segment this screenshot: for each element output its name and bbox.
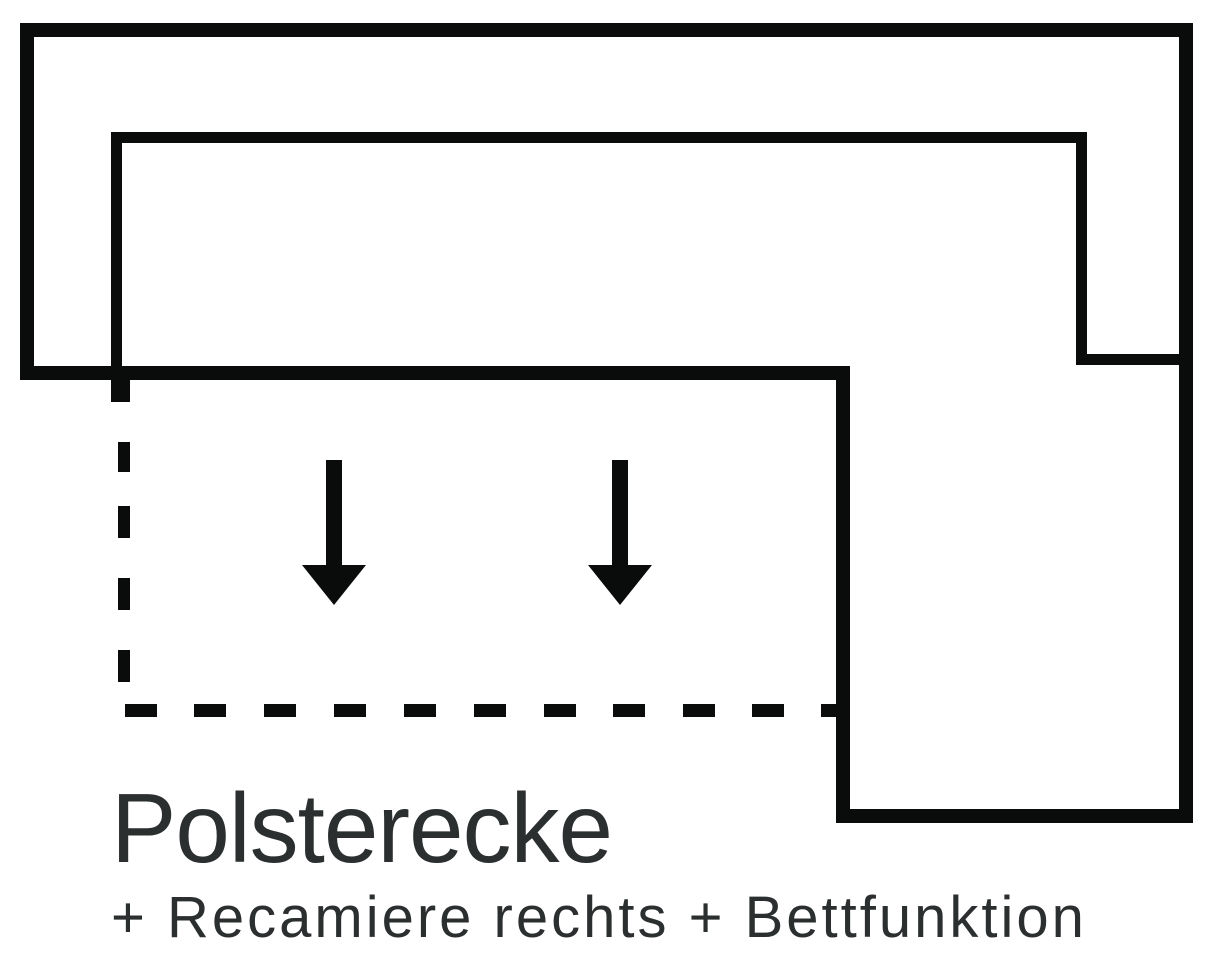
arrow-shaft: [326, 460, 342, 568]
product-subtitle: + Recamiere rechts + Bettfunktion: [111, 885, 1087, 950]
dash-segment: [683, 704, 715, 717]
inner-seat-right-line: [1076, 132, 1087, 365]
dash-segment: [118, 650, 130, 682]
outline-seat-front-line: [20, 366, 850, 380]
dash-segment: [613, 704, 645, 717]
arrow-shaft: [612, 460, 628, 568]
recamiere-bottom-line: [836, 809, 1193, 823]
dash-segment: [821, 704, 837, 717]
dash-segment: [752, 704, 784, 717]
dash-segment: [474, 704, 506, 717]
outline-right-side-line: [1179, 23, 1193, 823]
dash-segment: [194, 704, 226, 717]
dash-segment: [117, 380, 130, 402]
inner-seat-right-connector-line: [1076, 354, 1179, 365]
dash-segment: [544, 704, 576, 717]
dash-segment: [264, 704, 296, 717]
product-title: Polsterecke: [111, 773, 613, 883]
dash-segment: [334, 704, 366, 717]
outline-left-armrest-line: [20, 23, 34, 380]
inner-seat-left-line: [111, 132, 122, 402]
dash-segment: [118, 442, 130, 472]
arrow-head: [588, 565, 652, 605]
recamiere-left-line: [836, 366, 850, 823]
dash-segment: [118, 578, 130, 610]
dash-segment: [118, 506, 130, 538]
arrow-head: [302, 565, 366, 605]
inner-seat-top-line: [111, 132, 1087, 143]
outline-back-top-line: [20, 23, 1193, 37]
dash-segment: [125, 704, 157, 717]
dash-segment: [404, 704, 436, 717]
